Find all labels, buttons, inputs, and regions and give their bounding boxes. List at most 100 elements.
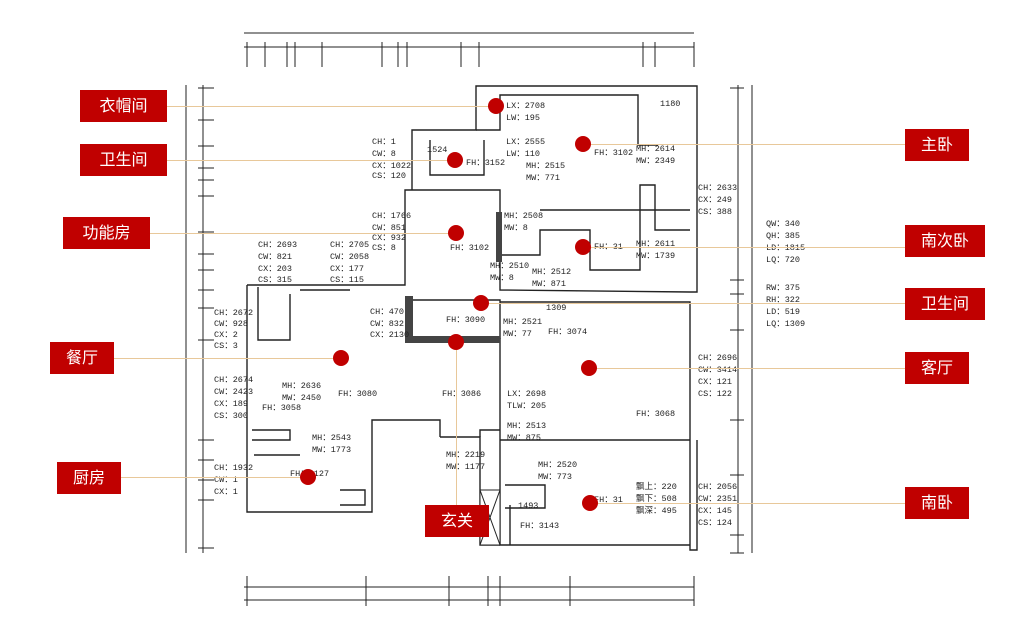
annotation-text: CW：2423 <box>214 387 253 397</box>
annotation-text: CH：2633 <box>698 183 737 193</box>
annotation-text: MH：2543 <box>312 433 351 443</box>
annotation-text: QH：385 <box>766 231 800 241</box>
annotation-text: CH：470 <box>370 307 404 317</box>
annotation-text: CW：8 <box>372 149 396 159</box>
wall <box>257 287 291 341</box>
room-label-bathroom-1[interactable]: 卫生间 <box>80 144 167 176</box>
leader-line <box>583 144 905 145</box>
annotation-text: CX：2 <box>214 330 238 340</box>
wall <box>246 285 441 513</box>
annotation-text: CW：2058 <box>330 252 369 262</box>
annotation-text: CH：2696 <box>698 353 737 363</box>
leader-line <box>481 303 905 304</box>
annotation-text: MH：2515 <box>526 161 565 171</box>
room-label-bathroom-2[interactable]: 卫生间 <box>905 288 985 320</box>
annotation-text: FH：3102 <box>450 243 489 253</box>
room-label-utility[interactable]: 功能房 <box>63 217 150 249</box>
room-marker <box>448 334 464 350</box>
annotation-text: MW：1739 <box>636 251 675 261</box>
annotation-text: FH：3058 <box>262 403 301 413</box>
annotation-text: LX：2555 <box>506 137 545 147</box>
wall <box>476 94 658 146</box>
annotation-text: FH：3080 <box>338 389 377 399</box>
room-label-south-second-bedroom[interactable]: 南次卧 <box>905 225 985 257</box>
annotation-text: CX：932 <box>372 233 406 243</box>
room-marker <box>581 360 597 376</box>
wall <box>500 301 698 551</box>
annotation-text: MW：771 <box>526 173 560 183</box>
annotation-text: CH：2674 <box>214 375 253 385</box>
room-label-foyer[interactable]: 玄关 <box>425 505 489 537</box>
wall-block <box>496 212 502 262</box>
annotation-text: MH：2510 <box>490 261 529 271</box>
annotation-text: CW：851 <box>372 223 406 233</box>
room-marker <box>447 152 463 168</box>
annotation-text: MW：875 <box>507 433 541 443</box>
annotation-text: CS：8 <box>372 243 396 253</box>
annotation-text: CH：1766 <box>372 211 411 221</box>
annotation-text: 飘深：495 <box>636 506 677 516</box>
leader-line <box>167 106 496 107</box>
annotation-text: MW：8 <box>490 273 514 283</box>
annotation-text: CH：1932 <box>214 463 253 473</box>
annotation-text: CS：122 <box>698 389 732 399</box>
annotation-text: 飘上：220 <box>636 482 677 492</box>
annotation-text: CH：2693 <box>258 240 297 250</box>
annotation-text: 1524 <box>427 145 447 155</box>
annotation-text: CX：249 <box>698 195 732 205</box>
annotation-text: MH：2614 <box>636 144 675 154</box>
annotation-text: RH：322 <box>766 295 800 305</box>
room-label-wardrobe[interactable]: 衣帽间 <box>80 90 167 122</box>
annotation-text: CS：300 <box>214 411 248 421</box>
annotation-text: CW：1 <box>214 475 238 485</box>
annotation-text: 飘下：508 <box>636 494 677 504</box>
leader-line <box>589 368 905 369</box>
leader-line <box>583 247 905 248</box>
room-marker <box>448 225 464 241</box>
annotation-text: LX：2708 <box>506 101 545 111</box>
annotation-text: CS：388 <box>698 207 732 217</box>
annotation-text: FH：3068 <box>636 409 675 419</box>
room-label-kitchen[interactable]: 厨房 <box>57 462 121 494</box>
room-label-dining[interactable]: 餐厅 <box>50 342 114 374</box>
annotation-text: CH：2705 <box>330 240 369 250</box>
annotation-text: LQ：720 <box>766 255 800 265</box>
annotation-text: MH：2520 <box>538 460 577 470</box>
annotation-text: MW：1773 <box>312 445 351 455</box>
annotation-text: MH：2521 <box>503 317 542 327</box>
annotation-text: FH：3143 <box>520 521 559 531</box>
annotation-text: QW：340 <box>766 219 800 229</box>
wall <box>479 429 500 437</box>
annotation-text: CX：145 <box>698 506 732 516</box>
annotation-text: CX：121 <box>698 377 732 387</box>
wall <box>247 189 412 286</box>
leader-line <box>114 358 341 359</box>
annotation-text: CS：315 <box>258 275 292 285</box>
room-label-living-room[interactable]: 客厅 <box>905 352 969 384</box>
room-label-south-bedroom[interactable]: 南卧 <box>905 487 969 519</box>
leader-line <box>590 503 905 504</box>
leader-line <box>456 342 457 505</box>
annotation-text: FH：3102 <box>594 148 633 158</box>
annotation-text: CW：821 <box>258 252 292 262</box>
annotation-text: FH：31 <box>594 495 623 505</box>
wall <box>340 489 366 506</box>
annotation-text: LD：519 <box>766 307 800 317</box>
room-marker <box>333 350 349 366</box>
annotation-text: MW：773 <box>538 472 572 482</box>
annotation-text: MH：2219 <box>446 450 485 460</box>
annotation-text: CX：203 <box>258 264 292 274</box>
room-label-master-bedroom[interactable]: 主卧 <box>905 129 969 161</box>
annotation-text: CX：1022 <box>372 161 411 171</box>
annotation-text: RW：375 <box>766 283 800 293</box>
wall <box>252 429 291 441</box>
annotation-text: CW：928 <box>214 319 248 329</box>
annotation-text: TLW：205 <box>507 401 546 411</box>
room-marker <box>488 98 504 114</box>
annotation-text: MW：8 <box>504 223 528 233</box>
annotation-text: 1309 <box>546 303 566 313</box>
annotation-text: MW：2450 <box>282 393 321 403</box>
wall <box>429 140 485 176</box>
room-marker <box>575 239 591 255</box>
room-marker <box>473 295 489 311</box>
